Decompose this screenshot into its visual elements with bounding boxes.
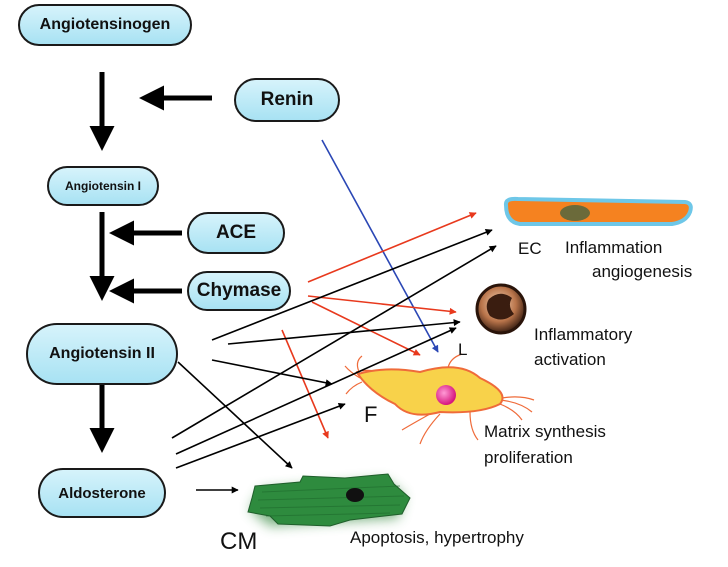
pathway-arrows (89, 72, 212, 453)
fibroblast-cell (344, 353, 535, 445)
angiotensin-effect-arrows (171, 229, 497, 494)
arrow-ang-ii-to-cm (177, 361, 293, 469)
arrow-red-chymase-to-ec (307, 212, 477, 283)
lymphocyte-cell (475, 283, 527, 335)
label-cm-effect: Apoptosis, hypertrophy (350, 528, 524, 547)
arrow-aldo-to-l (175, 327, 457, 455)
arrow-ang-ii-to-l (227, 319, 461, 345)
label-ec-effect-line2: angiogenesis (592, 262, 693, 281)
cardiomyocyte-cell (247, 473, 411, 527)
label-ec-effect-line1: Inflammation (565, 238, 663, 257)
arrow-blue-renin-to-lymphocyte (321, 139, 439, 353)
label-l-effect-line1: Inflammatory (534, 325, 633, 344)
label-f-effect-line2: proliferation (484, 448, 573, 467)
node-ace: ACE (187, 212, 285, 254)
arrow-aldo-to-f (175, 402, 346, 469)
fibroblast-nucleus (436, 385, 456, 405)
cardiomyocyte-nucleus (346, 488, 364, 502)
node-angiotensinogen: Angiotensinogen (18, 4, 192, 46)
arrow-red-chymase-to-f (311, 301, 421, 356)
node-chymase: Chymase (187, 271, 291, 311)
label-l-effect-line2: activation (534, 350, 606, 369)
arrow-red-chymase-to-l (307, 295, 457, 315)
ec-nucleus (560, 205, 590, 221)
label-ec: EC (518, 239, 542, 258)
arrow-red-chymase-to-cm (281, 329, 329, 439)
chymase-effect-arrows (281, 212, 477, 439)
node-aldosterone: Aldosterone (38, 468, 166, 518)
label-cm: CM (220, 528, 258, 555)
arrow-ang-ii-to-f (211, 359, 333, 387)
label-f: F (364, 402, 378, 427)
lymphocyte-nucleus (486, 293, 514, 320)
label-l: L (458, 340, 468, 359)
arrow-aldo-to-ec (171, 245, 497, 439)
label-f-effect-line1: Matrix synthesis (484, 422, 606, 441)
node-renin: Renin (234, 78, 340, 122)
endothelial-cell (503, 196, 693, 226)
arrow-ang-ii-to-ec (211, 229, 493, 341)
node-angiotensin-ii: Angiotensin II (26, 323, 178, 385)
node-angiotensin-i: Angiotensin I (47, 166, 159, 206)
